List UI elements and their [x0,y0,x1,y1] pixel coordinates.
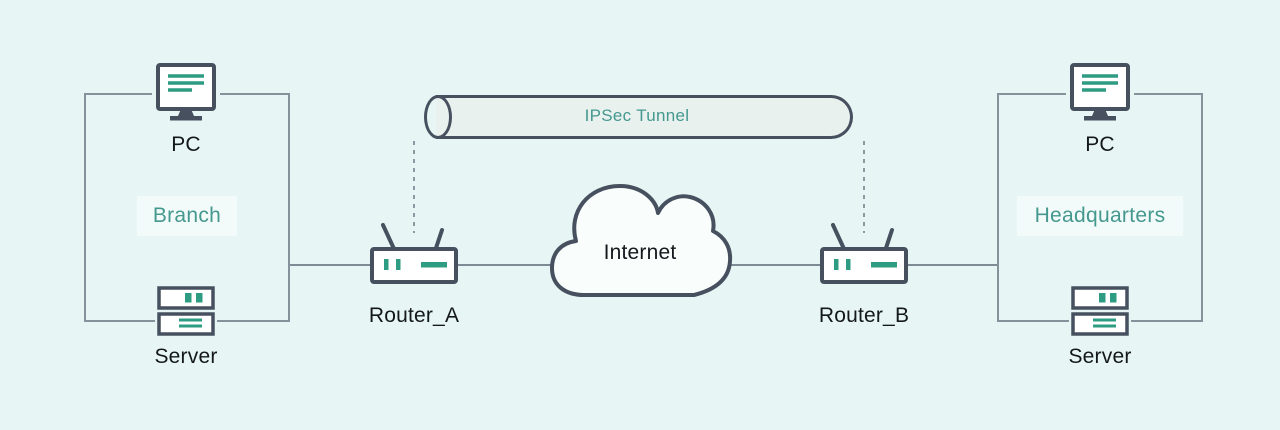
link-router-a-internet [455,264,560,266]
branch-server-label: Server [154,345,218,368]
router-b-icon [816,221,912,284]
branch-server-icon [155,285,217,339]
link-router-b-headquarters [905,264,997,266]
branch-badge: Branch [137,196,237,236]
tunnel-drop-right-dashed-line [863,141,865,233]
link-internet-router-b [722,264,824,266]
headquarters-pc-label: PC [1085,133,1115,156]
ipsec-tunnel-label: IPSec Tunnel [584,106,690,125]
ipsec-tunnel-body [436,95,853,139]
headquarters-server-label: Server [1068,345,1132,368]
router-a-label: Router_A [368,304,460,327]
router-a-icon [366,221,462,284]
branch-pc-icon [152,60,220,123]
headquarters-badge: Headquarters [1017,196,1183,236]
headquarters-server-icon [1069,285,1131,339]
tunnel-drop-left-dashed-line [413,141,415,233]
router-b-label: Router_B [818,304,910,327]
headquarters-pc-icon [1066,60,1134,123]
internet-cloud-icon [544,180,736,302]
link-branch-router-a [290,264,374,266]
ipsec-tunnel-cap-icon [424,95,452,139]
internet-label: Internet [603,241,677,264]
branch-pc-label: PC [171,133,201,156]
